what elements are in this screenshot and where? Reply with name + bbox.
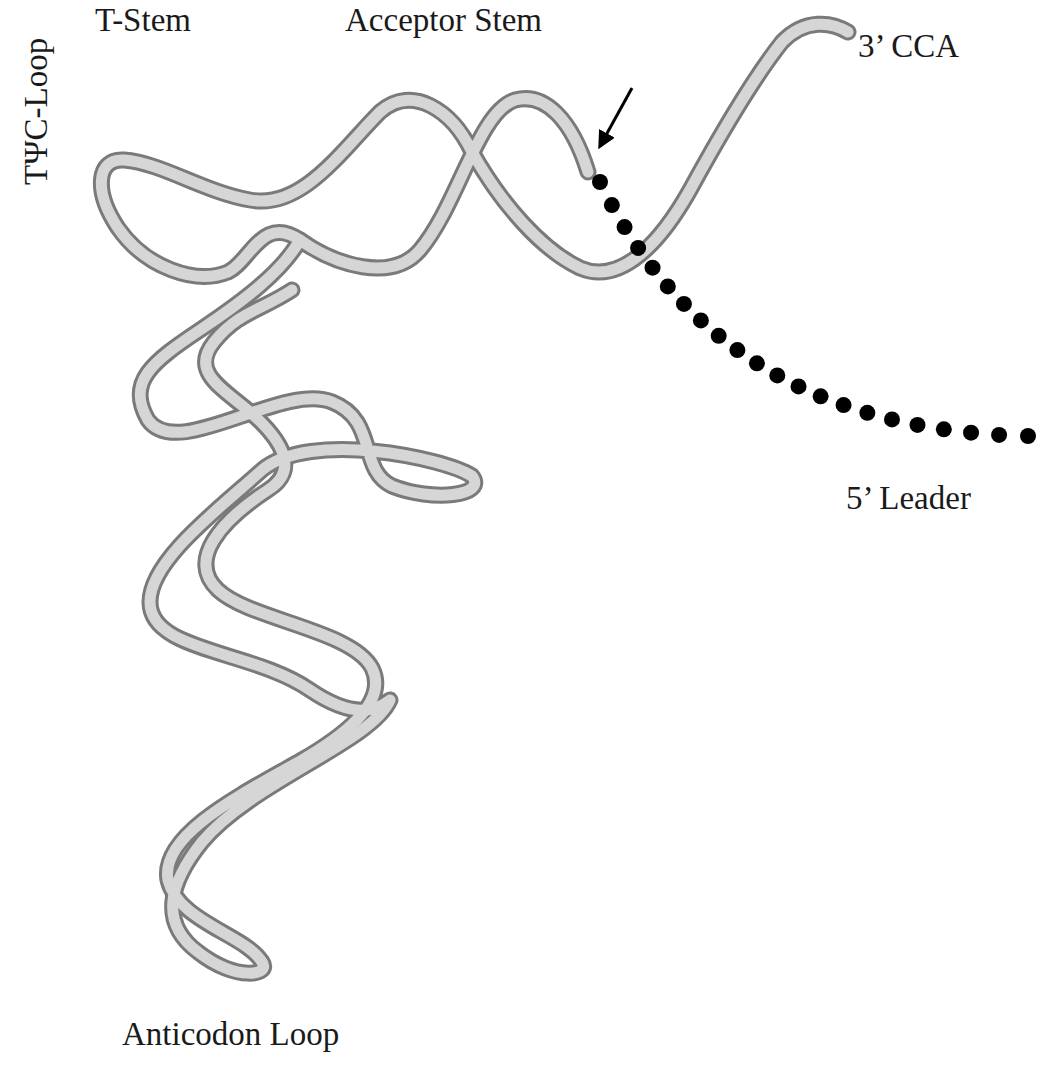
end-label: 5’ Leader (846, 480, 971, 516)
stem-label: T-Stem (95, 2, 191, 38)
leader-dots (592, 174, 1036, 444)
leader-dot (936, 421, 952, 437)
leader-dot (592, 174, 608, 190)
leader-dot (859, 405, 875, 421)
end-label: 3’ CCA (858, 28, 959, 64)
leader-dot (693, 312, 709, 328)
leader-dot (630, 240, 646, 256)
leader-dot (749, 355, 765, 371)
loop-label: Anticodon Loop (122, 1016, 339, 1052)
leader-dot (1020, 428, 1036, 444)
leader-dot (963, 425, 979, 441)
leader-dot (884, 411, 900, 427)
leader-dot (836, 397, 852, 413)
stem-label: Acceptor Stem (345, 2, 542, 38)
leader-dot (660, 278, 676, 294)
leader-dot (991, 427, 1007, 443)
leader-dot (791, 378, 807, 394)
cleavage-arrow (600, 88, 632, 146)
leader-dot (604, 197, 620, 213)
leader-dot (645, 260, 661, 276)
leader-dot (676, 296, 692, 312)
leader-dot (909, 417, 925, 433)
loop-label: TΨC-Loop (18, 38, 54, 185)
leader-dot (813, 388, 829, 404)
leader-dot (769, 367, 785, 383)
ribbon (101, 24, 848, 973)
leader-dot (617, 219, 633, 235)
leader-dot (711, 328, 727, 344)
leader-dot (729, 342, 745, 358)
